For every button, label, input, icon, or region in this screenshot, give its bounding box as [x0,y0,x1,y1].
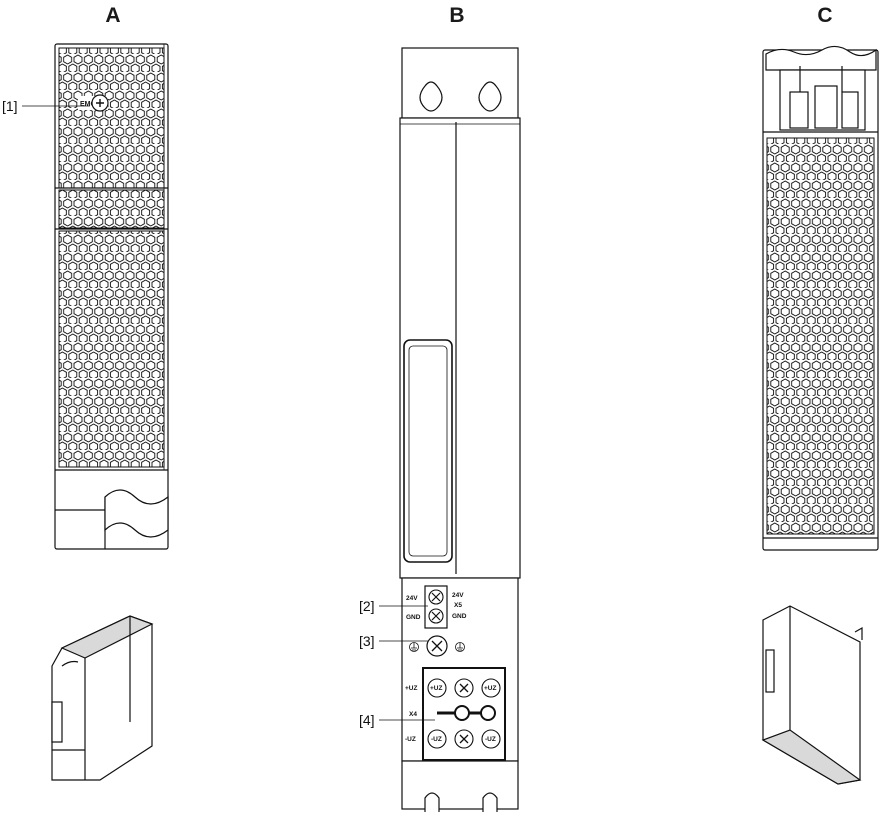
ground-symbol-icon [409,642,465,652]
view-b-front: 24V GND 24V X5 GND +UZ +UZ -UZ -UZ [399,47,521,812]
t1-top-label: +UZ [430,685,442,692]
callout-3: [3] [359,633,375,649]
view-c-front [762,45,879,551]
callout-2: [2] [359,598,375,614]
view-b-title: B [449,4,464,27]
x5-name: X5 [454,602,462,609]
x5-gnd-left: GND [406,614,421,621]
callout-1: [1] [2,98,18,114]
uz-plus-left-label: +UZ [405,685,417,692]
t3-bottom-label: -UZ [485,736,496,743]
x5-gnd-right: GND [452,613,467,620]
x5-24v-left: 24V [406,595,418,602]
x5-24v-right: 24V [452,592,464,599]
x4-name: X4 [409,711,417,718]
view-c-title: C [817,4,832,27]
view-c-isometric [761,605,863,785]
view-a-front: EMC [54,43,169,550]
uz-minus-left-label: -UZ [405,736,416,743]
t3-top-label: +UZ [484,685,496,692]
view-a-title: A [105,4,120,27]
t1-bottom-label: -UZ [431,736,442,743]
emc-label: EMC [80,101,96,108]
callout-4: [4] [359,712,375,728]
view-a-isometric [51,615,154,781]
